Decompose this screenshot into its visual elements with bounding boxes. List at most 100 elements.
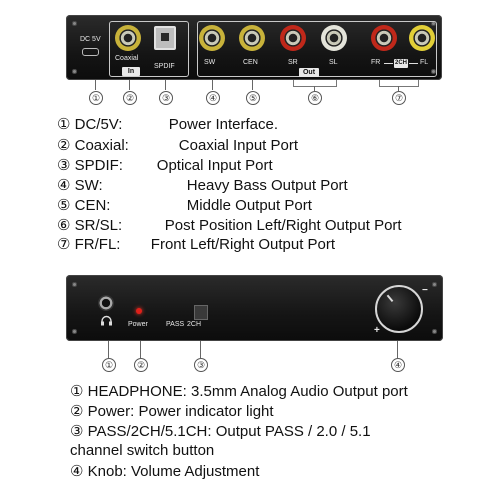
- in-label: In: [127, 68, 135, 75]
- desc-key: HEADPHONE:: [87, 383, 187, 400]
- desc-key: Knob:: [87, 463, 127, 480]
- desc-num: ③: [70, 423, 84, 440]
- out-label: Out: [302, 69, 316, 76]
- callout-6: ⑥: [308, 91, 322, 105]
- desc-value: Output PASS / 2.0 / 5.1: [215, 423, 371, 440]
- desc-value: Heavy Bass Output Port: [186, 177, 348, 194]
- leader-line: [129, 80, 130, 90]
- desc-value: Post Position Left/Right Output Port: [164, 217, 402, 234]
- leader-line: [200, 341, 201, 358]
- cen-port[interactable]: [239, 25, 265, 51]
- sr-sl-bracket: [293, 80, 337, 87]
- desc-row: ③ SPDIF: Optical Input Port: [57, 156, 273, 174]
- desc-num: ③: [57, 157, 71, 174]
- desc-key: SR/SL:: [74, 217, 123, 234]
- desc-num: ②: [57, 137, 71, 154]
- screw-icon: [72, 329, 77, 334]
- desc-row: ⑥ SR/SL: Post Position Left/Right Output…: [57, 216, 402, 234]
- leader-line: [212, 80, 213, 90]
- desc-value: 3.5mm Analog Audio Output port: [190, 383, 408, 400]
- volume-knob[interactable]: [375, 285, 423, 333]
- desc-key: FR/FL:: [74, 236, 121, 253]
- screw-icon: [72, 21, 77, 26]
- dc-port[interactable]: [82, 48, 99, 56]
- callout-5: ⑤: [246, 91, 260, 105]
- callout-2: ②: [123, 91, 137, 105]
- sw-label: SW: [204, 59, 216, 66]
- desc-row: ① HEADPHONE: 3.5mm Analog Audio Output p…: [70, 382, 408, 400]
- fr-label: FR: [371, 59, 381, 66]
- desc-num: ⑥: [57, 217, 71, 234]
- screw-icon: [432, 282, 437, 287]
- dc-label: DC 5V: [80, 36, 101, 43]
- screw-icon: [431, 69, 436, 74]
- fl-port[interactable]: [409, 25, 435, 51]
- sr-port[interactable]: [280, 25, 306, 51]
- sl-port[interactable]: [321, 25, 347, 51]
- callout-7: ⑦: [392, 91, 406, 105]
- two-ch-label: 2CH: [394, 60, 407, 66]
- front-panel: DC 5V Coaxial SPDIF In SW CEN SR SL Out …: [66, 15, 442, 80]
- power-label: Power: [128, 321, 148, 328]
- desc-row: ② Coaxial: Coaxial Input Port: [57, 136, 298, 154]
- two-ch-label: 2CH: [187, 321, 202, 328]
- desc-value: Optical Input Port: [156, 157, 273, 174]
- desc-value: Volume Adjustment: [131, 463, 260, 480]
- desc-row: ④ Knob: Volume Adjustment: [70, 462, 259, 480]
- sw-port[interactable]: [199, 25, 225, 51]
- sr-label: SR: [288, 59, 298, 66]
- coaxial-label: Coaxial: [115, 55, 139, 62]
- knob-plus: +: [374, 325, 380, 336]
- back-panel: Power PASS 2CH + −: [66, 275, 443, 341]
- leader-line: [165, 80, 166, 90]
- desc-key: SPDIF:: [74, 157, 123, 174]
- spdif-port[interactable]: [154, 26, 176, 50]
- headphone-icon: [101, 315, 112, 326]
- fr-fl-divider-left: [384, 63, 393, 64]
- pass-label: PASS: [166, 321, 185, 328]
- desc-value: Coaxial Input Port: [178, 137, 299, 154]
- screw-icon: [432, 329, 437, 334]
- leader-line: [140, 341, 141, 358]
- desc-num: ②: [70, 403, 84, 420]
- fr-fl-bracket: [379, 80, 419, 87]
- callout-3: ③: [159, 91, 173, 105]
- desc-row: ⑤ CEN: Middle Output Port: [57, 196, 312, 214]
- desc-row: ④ SW: Heavy Bass Output Port: [57, 176, 348, 194]
- desc-num: ④: [57, 177, 71, 194]
- desc-value: Front Left/Right Output Port: [150, 236, 336, 253]
- desc-key: CEN:: [74, 197, 111, 214]
- desc-key: DC/5V:: [74, 116, 123, 133]
- desc-value: Power indicator light: [138, 403, 274, 420]
- in-tag: In: [122, 67, 140, 76]
- callout-4: ④: [206, 91, 220, 105]
- knob-minus: −: [422, 285, 428, 296]
- fr-fl-divider-right: [409, 63, 418, 64]
- spdif-label: SPDIF: [154, 63, 175, 70]
- desc-continuation: channel switch button: [70, 442, 215, 459]
- desc-row: ③ PASS/2CH/5.1CH: Output PASS / 2.0 / 5.…: [70, 422, 371, 440]
- sl-label: SL: [329, 59, 338, 66]
- leader-line: [397, 341, 398, 358]
- desc-row: ⑦ FR/FL: Front Left/Right Output Port: [57, 235, 335, 253]
- power-led: [136, 308, 142, 314]
- desc-num: ⑤: [57, 197, 71, 214]
- cen-label: CEN: [243, 59, 258, 66]
- out-tag: Out: [299, 68, 319, 77]
- screw-icon: [431, 21, 436, 26]
- callout-1: ①: [89, 91, 103, 105]
- desc-num: ①: [57, 116, 71, 133]
- callout-3: ③: [194, 358, 208, 372]
- leader-line: [95, 80, 96, 90]
- pass-2ch-switch[interactable]: [194, 305, 208, 320]
- coaxial-port[interactable]: [115, 25, 141, 51]
- headphone-jack[interactable]: [98, 295, 114, 311]
- desc-row: ② Power: Power indicator light: [70, 402, 274, 420]
- desc-value: Middle Output Port: [186, 197, 312, 214]
- fr-port[interactable]: [371, 25, 397, 51]
- desc-row: channel switch button: [70, 442, 214, 459]
- desc-key: PASS/2CH/5.1CH:: [87, 423, 212, 440]
- callout-1: ①: [102, 358, 116, 372]
- desc-value: Power Interface.: [168, 116, 279, 133]
- fl-label: FL: [420, 59, 429, 66]
